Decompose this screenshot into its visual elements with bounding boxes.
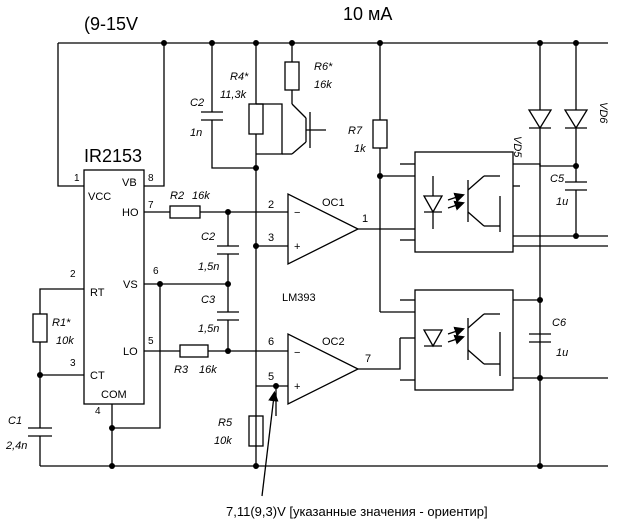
transistor-q1 <box>256 103 326 155</box>
pin-num-ho: 7 <box>148 200 154 211</box>
optocoupler-1 <box>380 151 608 253</box>
c6-ref: C6 <box>552 317 567 329</box>
comparator-chip: LM393 <box>282 292 316 304</box>
r1-value: 10k <box>56 335 74 347</box>
annotation-text: 7,11(9,3)V [указанные значения - ориенти… <box>226 504 488 519</box>
resistor-r5: R5 10k <box>214 415 264 447</box>
oc1-pin-plus: 3 <box>268 232 274 244</box>
c3-value: 1,5n <box>198 323 219 335</box>
current-label: 10 мА <box>343 4 392 24</box>
oc2-pin-minus: 6 <box>268 336 274 348</box>
pin-num-vs: 6 <box>153 266 159 277</box>
capacitor-c3: C3 1,5n <box>198 284 239 351</box>
c6-value: 1u <box>556 347 568 359</box>
r2-ref: R2 <box>170 190 184 202</box>
oc1-plus-sign: + <box>294 241 300 253</box>
vd5-ref: VD5 <box>511 136 523 158</box>
r4-value: 11,3k <box>220 89 247 101</box>
pin-label-com: COM <box>101 389 127 401</box>
resistor-r4: R4* 11,3k <box>220 43 264 466</box>
supply-label: (9-15V <box>84 14 138 34</box>
r7-ref: R7 <box>348 125 363 137</box>
pin-num-lo: 5 <box>148 336 154 347</box>
c1-ref: C1 <box>8 415 22 427</box>
oc2-pin-plus: 5 <box>268 371 274 383</box>
resistor-r6: R6* 16k <box>284 43 333 104</box>
pin-num-vb: 8 <box>148 173 154 184</box>
r5-ref: R5 <box>218 417 233 429</box>
optocoupler-2 <box>380 289 608 391</box>
pin-label-ho: HO <box>122 207 139 219</box>
oc2-plus-sign: + <box>294 381 300 393</box>
r3-ref: R3 <box>174 364 189 376</box>
resistor-r2: R2 16k <box>169 190 288 219</box>
pin-num-com: 4 <box>95 406 101 417</box>
pin-num-rt: 2 <box>70 269 76 280</box>
capacitor-c2-top: C2 1n <box>190 43 256 169</box>
r4-ref: R4* <box>230 71 249 83</box>
c5-ref: C5 <box>550 173 565 185</box>
pin-label-vb: VB <box>122 177 137 189</box>
c1-value: 2,4n <box>5 440 27 452</box>
comparator-oc1: − + OC1 2 3 1 <box>256 192 400 266</box>
oc1-name: OC1 <box>322 197 345 209</box>
c2-mid-value: 1,5n <box>198 261 219 273</box>
pin-num-vcc: 1 <box>74 173 80 184</box>
junction-dots <box>37 40 579 469</box>
diode-vd6: VD6 <box>563 43 609 182</box>
c5-value: 1u <box>556 196 568 208</box>
capacitor-c1: C1 2,4n <box>5 415 52 466</box>
oc1-minus-sign: − <box>294 207 300 219</box>
r5-value: 10k <box>214 435 232 447</box>
capacitor-c5: C5 1u <box>550 173 587 236</box>
pin-label-lo: LO <box>123 346 138 358</box>
capacitor-c2-mid: C2 1,5n <box>198 212 239 284</box>
ic-ir2153: IR2153 VCC VB HO RT VS CT LO COM 1 8 7 2… <box>70 146 159 417</box>
pin-label-vcc: VCC <box>88 191 111 203</box>
capacitor-c6: C6 1u <box>529 317 568 359</box>
r7-value: 1k <box>354 143 366 155</box>
oc1-pin-out: 1 <box>362 213 368 225</box>
c2-top-value: 1n <box>190 127 202 139</box>
vd6-ref: VD6 <box>597 102 609 124</box>
c2-top-ref: C2 <box>190 97 204 109</box>
c2-mid-ref: C2 <box>201 231 215 243</box>
annotation: 7,11(9,3)V [указанные значения - ориенти… <box>226 390 488 519</box>
ic-name: IR2153 <box>84 146 142 166</box>
pin-label-rt: RT <box>90 287 105 299</box>
oc2-name: OC2 <box>322 336 345 348</box>
resistor-r1: R1* 10k <box>32 313 74 428</box>
comparator-oc2: − + OC2 6 5 7 <box>256 332 401 406</box>
oc2-minus-sign: − <box>294 347 300 359</box>
pin-num-ct: 3 <box>70 358 76 369</box>
pin-label-ct: CT <box>90 370 105 382</box>
oc2-pin-out: 7 <box>365 353 371 365</box>
resistor-r3: R3 16k <box>174 344 288 376</box>
ic-wiring <box>39 43 180 466</box>
diode-vd5: VD5 <box>511 43 553 466</box>
r2-value: 16k <box>192 190 210 202</box>
r6-ref: R6* <box>314 61 333 73</box>
r6-value: 16k <box>314 79 332 91</box>
oc1-pin-minus: 2 <box>268 199 274 211</box>
c3-ref: C3 <box>201 294 216 306</box>
r1-ref: R1* <box>52 317 71 329</box>
r3-value: 16k <box>199 364 217 376</box>
pin-label-vs: VS <box>123 279 138 291</box>
